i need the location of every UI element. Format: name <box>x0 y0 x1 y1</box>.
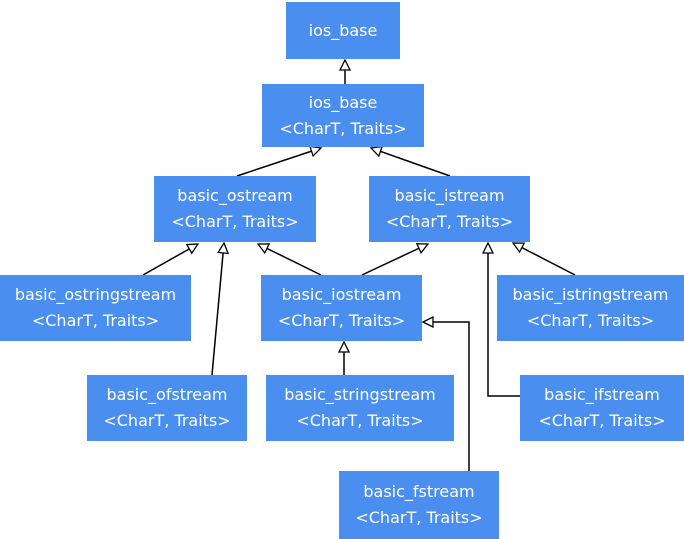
node-basic-ostringstream: basic_ostringstream <CharT, Traits> <box>0 275 191 341</box>
node-template-params: <CharT, Traits> <box>277 311 406 330</box>
node-basic-ofstream: basic_ofstream <CharT, Traits> <box>87 375 247 441</box>
node-label: basic_fstream <box>363 482 475 501</box>
node-label: basic_ostream <box>177 186 293 205</box>
node-template-params: <CharT, Traits> <box>279 118 407 138</box>
edge-ifstream-to-istream <box>488 243 520 397</box>
node-template-params: <CharT, Traits> <box>171 212 299 231</box>
node-ios-base: ios_base <box>286 2 400 59</box>
node-template-params: <CharT, Traits> <box>31 311 160 330</box>
node-basic-istream: basic_istream <CharT, Traits> <box>369 176 530 242</box>
edge-ostream-to-ios-base <box>236 148 321 177</box>
node-label: basic_stringstream <box>284 385 436 404</box>
node-label: basic_istream <box>394 186 505 205</box>
edge-iostream-to-istream <box>361 244 428 276</box>
node-ios-base-chart-traits: ios_base <CharT, Traits> <box>262 84 424 147</box>
node-label: ios_base <box>308 20 378 40</box>
edge-iostream-to-ostream <box>258 244 322 276</box>
node-label: ios_base <box>308 92 378 112</box>
edge-istream-to-ios-base <box>371 148 451 177</box>
node-basic-istringstream: basic_istringstream <CharT, Traits> <box>497 275 684 341</box>
node-label: basic_istringstream <box>512 285 669 304</box>
node-label: basic_ifstream <box>544 385 660 404</box>
node-template-params: <CharT, Traits> <box>355 508 483 527</box>
node-basic-stringstream: basic_stringstream <CharT, Traits> <box>266 375 454 441</box>
node-template-params: <CharT, Traits> <box>526 311 655 330</box>
node-template-params: <CharT, Traits> <box>385 212 514 231</box>
node-template-params: <CharT, Traits> <box>296 411 424 430</box>
node-basic-ostream: basic_ostream <CharT, Traits> <box>154 176 316 242</box>
node-basic-iostream: basic_iostream <CharT, Traits> <box>261 275 422 341</box>
node-basic-fstream: basic_fstream <CharT, Traits> <box>339 471 499 539</box>
edge-fstream-to-iostream <box>423 322 470 471</box>
node-basic-ifstream: basic_ifstream <CharT, Traits> <box>520 375 684 441</box>
node-label: basic_ostringstream <box>14 285 177 304</box>
edge-ostringstream-to-ostream <box>142 244 198 276</box>
node-label: basic_ofstream <box>106 385 228 404</box>
node-template-params: <CharT, Traits> <box>103 411 231 430</box>
edge-istringstream-to-istream <box>513 243 576 276</box>
node-label: basic_iostream <box>281 285 402 304</box>
node-template-params: <CharT, Traits> <box>538 411 666 430</box>
edge-ofstream-to-ostream <box>211 243 224 376</box>
